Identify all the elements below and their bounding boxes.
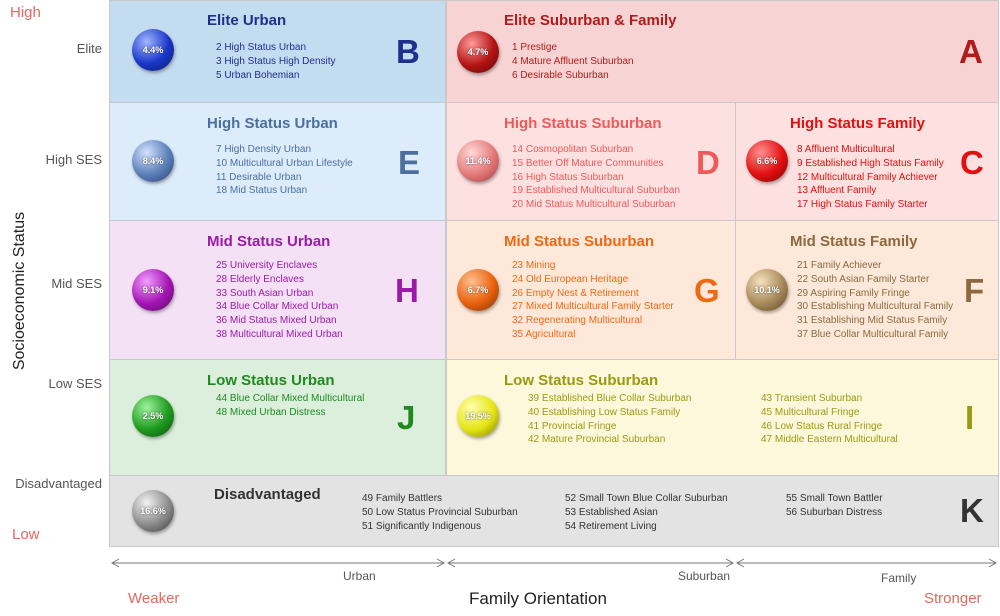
- x-zone-family: Family: [881, 571, 917, 585]
- sphere-d: 11.4%: [457, 140, 499, 182]
- cell-low-status-suburban: 19.5% Low Status Suburban 39 Established…: [446, 359, 999, 476]
- cell-letter-i: I: [965, 399, 975, 436]
- cell-letter-d: D: [696, 144, 720, 181]
- x-axis-arrows: [110, 558, 998, 568]
- sphere-j: 2.5%: [132, 395, 174, 437]
- cell-title-d: High Status Suburban: [504, 115, 662, 132]
- cell-mid-status-urban: 9.1% Mid Status Urban 25 University Encl…: [109, 220, 446, 360]
- cell-high-status-urban: 8.4% High Status Urban 7 High Density Ur…: [109, 102, 446, 221]
- cell-letter-e: E: [398, 144, 421, 181]
- x-weaker-label: Weaker: [128, 590, 180, 607]
- sphere-i: 19.5%: [457, 395, 499, 437]
- sphere-e: 8.4%: [132, 140, 174, 182]
- cell-title-i: Low Status Suburban: [504, 372, 659, 389]
- cell-letter-k: K: [960, 492, 984, 529]
- cell-letter-c: C: [960, 144, 984, 181]
- sphere-k: 16.6%: [132, 490, 174, 532]
- sphere-g: 6.7%: [457, 269, 499, 311]
- x-zone-urban: Urban: [343, 569, 376, 583]
- x-axis-title: Family Orientation: [469, 589, 607, 608]
- sphere-b: 4.4%: [132, 29, 174, 71]
- y-high-label: High: [10, 4, 41, 21]
- sphere-c: 6.6%: [746, 140, 788, 182]
- cell-letter-a: A: [959, 33, 983, 70]
- cell-title-h: Mid Status Urban: [207, 233, 331, 250]
- y-level-elite: Elite: [76, 41, 102, 56]
- x-zone-suburban: Suburban: [678, 569, 731, 583]
- cell-letter-g: G: [694, 272, 720, 309]
- y-low-label: Low: [12, 526, 40, 543]
- y-level-mid-ses: Mid SES: [51, 276, 102, 291]
- sphere-a: 4.7%: [457, 31, 499, 73]
- sphere-h: 9.1%: [132, 269, 174, 311]
- cell-letter-f: F: [964, 272, 985, 309]
- cell-letter-j: J: [397, 399, 416, 436]
- sphere-f: 10.1%: [746, 269, 788, 311]
- cell-high-status-family: 6.6% High Status Family 8 Affluent Multi…: [735, 102, 999, 221]
- cell-letter-h: H: [395, 272, 419, 309]
- cell-title-k: Disadvantaged: [214, 486, 321, 503]
- cell-title-j: Low Status Urban: [207, 372, 335, 389]
- cell-title-f: Mid Status Family: [790, 233, 918, 250]
- cell-title-b: Elite Urban: [207, 12, 287, 29]
- y-level-disadvantaged: Disadvantaged: [15, 476, 102, 491]
- cell-title-e: High Status Urban: [207, 115, 338, 132]
- cell-title-c: High Status Family: [790, 115, 926, 132]
- cell-title-g: Mid Status Suburban: [504, 233, 654, 250]
- cell-letter-b: B: [396, 33, 420, 70]
- cell-low-status-urban: 2.5% Low Status Urban 44 Blue Collar Mix…: [109, 359, 446, 476]
- y-level-high-ses: High SES: [45, 152, 102, 167]
- y-level-low-ses: Low SES: [48, 376, 102, 391]
- cell-mid-status-family: 10.1% Mid Status Family 21 Family Achiev…: [735, 220, 999, 360]
- cell-high-status-suburban: 11.4% High Status Suburban 14 Cosmopolit…: [446, 102, 736, 221]
- cell-title-a: Elite Suburban & Family: [504, 12, 677, 29]
- y-axis-title: Socioeconomic Status: [11, 211, 28, 371]
- x-stronger-label: Stronger: [924, 590, 982, 607]
